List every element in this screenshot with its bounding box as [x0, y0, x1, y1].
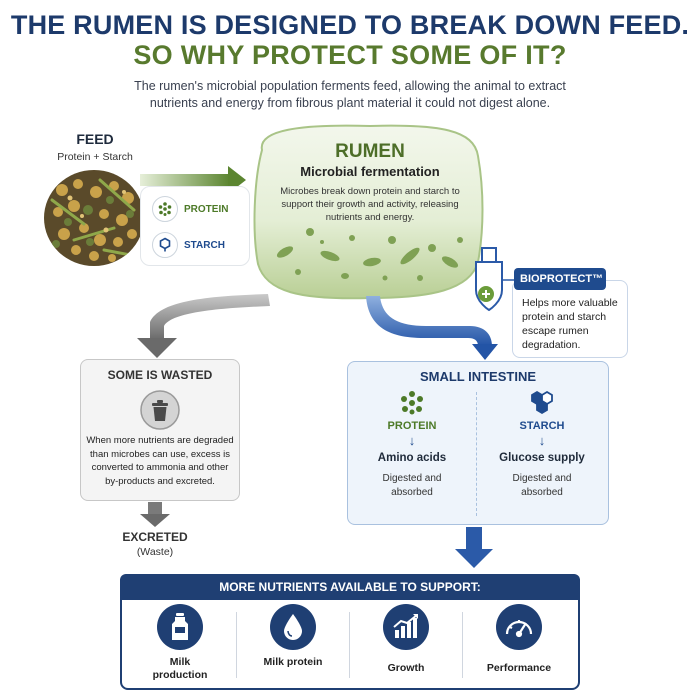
excreted-subtitle: (Waste) [136, 546, 174, 558]
si-protein-result: Amino acids [377, 452, 447, 464]
outcomes-header: MORE NUTRIENTS AVAILABLE TO SUPPORT: [120, 574, 580, 600]
si-starch-label: STARCH [519, 420, 565, 432]
starch-hexagon-icon [152, 232, 178, 258]
microbes-group [276, 228, 463, 281]
page-title-line1: THE RUMEN IS DESIGNED TO BREAK DOWN FEED… [10, 10, 690, 40]
outcome-performance-label: Performance [486, 662, 552, 674]
outcome-milk-production-label: Milk production [152, 656, 208, 681]
bioprotect-description: Helps more valuable protein and starch e… [522, 297, 618, 351]
feed-subtitle: Protein + Starch [57, 151, 133, 163]
rumen-subtitle: Microbial fermentation [300, 164, 440, 179]
wasted-to-excreted-arrow [140, 502, 170, 527]
protein-dots-icon [152, 196, 178, 222]
rumen-title: RUMEN [335, 141, 405, 162]
protein-dots-icon [352, 390, 472, 416]
outcome-milk-protein-label: Milk protein [263, 656, 323, 668]
rumen-description: Microbes break down protein and starch t… [280, 186, 460, 223]
small-intestine-card [347, 361, 609, 525]
excreted-title: EXCRETED [122, 530, 188, 544]
si-column-starch: STARCH ↓ Glucose supply Digested and abs… [480, 390, 604, 500]
outcome-performance: Performance [463, 604, 575, 675]
intestine-to-outcomes-arrow [455, 527, 493, 568]
feed-title: FEED [76, 131, 114, 147]
feed-item-protein: PROTEIN [152, 196, 228, 222]
rumen-to-intestine-arrow [366, 296, 498, 360]
milk-drop-icon [270, 604, 316, 650]
si-starch-result: Glucose supply [499, 452, 585, 464]
feed-item-protein-label: PROTEIN [184, 203, 229, 215]
page-title-line2: SO WHY PROTECT SOME OF IT? [133, 40, 567, 70]
outcome-growth-label: Growth [387, 662, 425, 674]
small-intestine-title: SMALL INTESTINE [419, 369, 537, 384]
outcome-divider [462, 612, 463, 678]
wasted-card [80, 359, 240, 501]
starch-hexagon-icon [480, 390, 604, 416]
outcome-milk-protein: Milk protein [237, 604, 349, 669]
feed-item-starch-label: STARCH [184, 239, 225, 251]
shield-plus-icon [475, 247, 503, 312]
intro-text: The rumen's microbial population ferment… [134, 79, 566, 110]
si-column-protein: PROTEIN ↓ Amino acids Digested and absor… [352, 390, 472, 500]
si-starch-sub: Digested and absorbed [512, 473, 572, 498]
down-arrow-icon: ↓ [408, 433, 416, 448]
wasted-description: When more nutrients are degraded than mi… [86, 435, 234, 487]
small-intestine-divider [476, 392, 477, 516]
outcome-milk-production: Milk production [124, 604, 236, 682]
gauge-icon [496, 604, 542, 650]
si-protein-label: PROTEIN [387, 420, 437, 432]
bioprotect-title: BIOPROTECT™ [514, 268, 606, 290]
feed-item-starch: STARCH [152, 232, 225, 258]
bioprotect-card [512, 280, 628, 358]
si-protein-sub: Digested and absorbed [382, 473, 442, 498]
milk-can-icon [157, 604, 203, 650]
outcome-divider [236, 612, 237, 678]
trash-bin-icon [137, 390, 183, 430]
wasted-title: SOME IS WASTED [107, 368, 213, 382]
feed-image [44, 170, 144, 266]
growth-chart-icon [383, 604, 429, 650]
outcome-growth: Growth [350, 604, 462, 675]
outcomes-row: Milk production Milk protein Growth [124, 604, 576, 686]
outcome-divider [349, 612, 350, 678]
rumen-to-wasted-arrow [137, 294, 270, 358]
down-arrow-icon: ↓ [538, 433, 546, 448]
